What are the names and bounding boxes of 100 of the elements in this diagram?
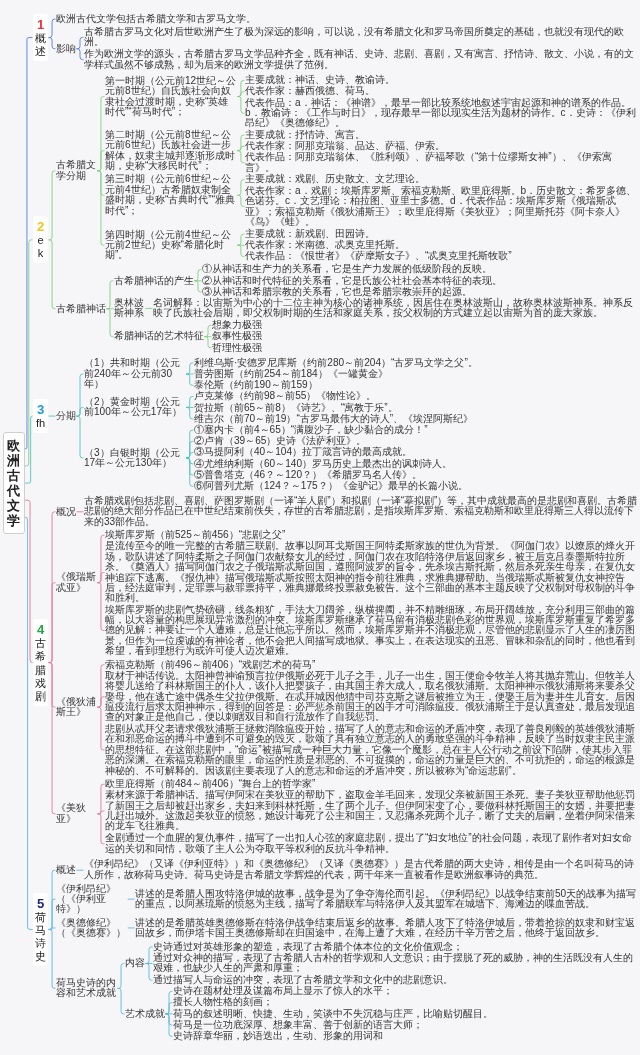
note-text: 欧洲古代文学包括古希腊文学和古罗马文学。 bbox=[56, 13, 256, 25]
note-text: ③从神话和希腊宗教的关系看，它也是希腊宗教崇拜的起源。 bbox=[202, 286, 472, 298]
topic-text: 《俄狄浦斯王》 bbox=[56, 696, 97, 718]
note-text: 贺拉斯（前65～前8）《诗艺》、“寓教于乐”。 bbox=[194, 402, 398, 413]
connector-line bbox=[144, 307, 153, 309]
connector-line bbox=[76, 407, 84, 417]
topic-label: ek bbox=[36, 234, 45, 261]
note-text: ②从神话和时代特征的关系看，它是氏族公社社会基本特征的表现。 bbox=[202, 275, 502, 286]
topic-text: 第二时期（公元前8世纪～公元前6世纪）氏族社会进一步解体，奴隶主城邦逐渐形成时期，史称“大移民时代”； bbox=[105, 129, 237, 172]
note-text: 代表作家：赫西俄德、荷马。 bbox=[245, 86, 375, 97]
note-text: 史诗通过对英雄形象的塑造，表现了古希腊个体本位的文化价值观念； bbox=[153, 941, 463, 952]
connector-line bbox=[76, 48, 84, 61]
main-topic-box bbox=[33, 892, 49, 967]
connector-line bbox=[236, 194, 245, 207]
connector-line bbox=[106, 308, 114, 310]
connector-line bbox=[48, 662, 56, 815]
note-text: 欧里庇得斯（前484～前406）“舞台上的哲学家” bbox=[105, 779, 316, 790]
note-text: 主要成就：抒情诗、寓言。 bbox=[245, 129, 365, 141]
note-text: 泰伦斯（约前190～前159） bbox=[194, 380, 318, 391]
topic-text: 《伊利昂纪》（《伊利亚特》） bbox=[56, 883, 128, 915]
topic-text: 古希腊文学分期 bbox=[56, 160, 97, 182]
topic-number: 4 bbox=[35, 622, 46, 638]
topic-text: 影响 bbox=[56, 43, 76, 54]
topic-text: 《奥德修纪》（《奥德赛》） bbox=[56, 917, 128, 939]
note-text: 古希腊戏剧包括悲剧、喜剧、萨图罗斯剧（一译“羊人剧”）和拟剧（一译“摹拟剧”）等，其中成就最高的是悲剧和喜剧。古希腊悲剧的绝大部分作品已在中世纪结束前佚失，存世的古希腊悲剧，是指埃斯库罗斯、索福克勒斯和欧里庇得斯三人得以流传下来的33部作品。 bbox=[84, 496, 638, 528]
note-text: 取材于神话传说。太阳神曾神谕预言拉伊俄斯必死于儿子之手，儿子一出生，国王便命令牧羊人将其抛弃荒山。但牧羊人将婴儿送给了科林斯国王的仆人，该仆人把婴孩子，由其国王养大成人，取名俄狄浦斯。太阳神神示俄狄浦斯将来要杀父娶母，他在逃亡途中偶杀生父拉伊俄斯。在忒拜城因他猜中司芬克斯之谜后被推立为王，便娶王后为妻并生儿育女。后因瘟疫流行后求太阳神神示，得到的回答是：必严惩杀前国王的凶手才可消除瘟疫。俄狄浦斯王于是认真查处，最后发现追查的对象正是他自己，便以刺瞎双目和自行流放作了自我惩罚。 bbox=[105, 670, 638, 723]
note-text: 代表作品：a．神话：《神谱》，最早一部比较系统地叙述宇宙起源和神的谱系的作品。b．教谕诗：《工作与时日》，现存最早一部以现实生活为题材的诗作。c．史诗：《伊利昂纪》《奥德修纪》。 bbox=[245, 97, 638, 129]
note-text: 代表作品：《恨世者》《萨摩斯女子》、“忒奥克里托斯牧歌” bbox=[245, 251, 512, 262]
note-text: 叙事性极强 bbox=[212, 331, 262, 342]
connector-line bbox=[236, 96, 245, 114]
connector-line bbox=[96, 706, 105, 751]
topic-text: （2）黄金时期（公元前100年～公元17年） bbox=[84, 397, 186, 418]
topic-text: 艺术成就 bbox=[125, 1008, 165, 1020]
topic-text: 古希腊神话的产生 bbox=[114, 275, 194, 286]
connector-line bbox=[165, 1013, 173, 1015]
note-text: 作为欧洲文学的源头，古希腊古罗马文学品种齐全，既有神话、史诗、悲剧、喜剧，又有寓言、抒情诗、散文、小说，有的文学样式虽然不够成熟，却为后来的欧洲文学提供了范例。 bbox=[84, 49, 638, 70]
topic-text: 第三时期（公元前6世纪～公元前4世纪）古希腊奴隶制全盛时期，史称“古典时代”“雅典时代”； bbox=[105, 174, 237, 217]
connector-line bbox=[24, 37, 33, 450]
connector-line bbox=[106, 308, 114, 338]
connector-line bbox=[236, 244, 245, 257]
note-text: 埃斯库罗斯的悲剧气势磅礴，线条粗犷，手法大刀阔斧，纵横捭阖，并不精雕细琢，布局开阔雄放，充分利用三部曲的篇幅，以大容量的构思展现异常激烈的冲突。埃斯库罗斯继承了荷马留有消极悲剧色彩的世界观，埃斯库罗斯重复了希罗多德的见解：神要让一个人遭难，总是让他忘乎所以。然而，埃斯库罗斯并不消极悲观，尽管他的悲剧显示了人生的凄厉图景，但作为一位虔诚的有神论者，他不会把人间描写成地狱。事实上，在表达现实的丑恶、冒昧和杂乱的同时，他也看到希望，看到理想行为或许可使人迈次避难。 bbox=[105, 604, 638, 657]
note-text: 通过对众神的描写，表现了古希腊人古朴的哲学观和人文意识；由于摆脱了死的威胁，神的生活既没有人生的艰难，也缺少人生的严肃和厚重； bbox=[153, 952, 638, 974]
connector-line bbox=[24, 239, 33, 467]
connector-line bbox=[96, 170, 105, 246]
connector-line bbox=[127, 898, 135, 900]
connector-line bbox=[165, 1002, 173, 1015]
topic-number: 5 bbox=[35, 895, 46, 911]
connector-line bbox=[76, 415, 84, 459]
topic-text: 古希腊神话 bbox=[56, 303, 106, 314]
topic-number: 2 bbox=[35, 219, 46, 235]
connector-line bbox=[24, 499, 33, 663]
connector-line bbox=[236, 179, 245, 196]
connector-line bbox=[24, 415, 33, 484]
note-text: 代表作家：a．戏剧：埃斯库罗斯、索福克勒斯、欧里庇得斯。b．历史散文：希罗多德、色诺芬。c．文艺理论：柏拉图、亚里士多德。d．代表作品：埃斯库罗斯《俄瑞斯忒亚》；索福克勒斯《俄狄浦斯王》；欧里庇得斯《美狄亚》；阿里斯托芬《阿卡奈人》《鸟》《蛙》。 bbox=[245, 185, 638, 228]
main-topic-box bbox=[33, 216, 49, 264]
connector-line bbox=[48, 18, 56, 38]
note-text: ③马提阿利（40～104）拉丁箴言诗的最高成就。 bbox=[194, 447, 413, 458]
note-text: 悲剧从忒拜父老请求俄狄浦斯王拯救消除瘟疫开始，描写了人的意志和命运的矛盾冲突，表现了善良刚毅的英雄俄狄浦斯在和邪恶命运的搏斗中遭到不可避免的毁灭，歌颂了具有独立意志的人的勇敢坚强的斗争精神，反映了当时奴隶主民主派的思想特征。在这部悲剧中，“命运”被描写成一种巨大力量，它像一个魔影，总在主人公行动之前设下陷阱，使其步入罪恶的深渊。在索福克勒斯的眼里，命运的性质是邪恶的、不可捉摸的，命运的力量是巨大的、不可抗拒的，命运的根源是神秘的、不可解释的。因该剧主要表现了人的意志和命运的矛盾冲突，所以被称为“命运悲剧”。 bbox=[105, 724, 638, 776]
connector-line bbox=[236, 233, 245, 246]
note-text: 主要成就：神话、史诗、教谕诗。 bbox=[245, 75, 395, 86]
connector-line bbox=[185, 407, 194, 420]
note-text: 古希腊古罗马文化对后世欧洲产生了极为深远的影响，可以说，没有希腊文化和罗马帝国所奠定的基础，也就没有现代的欧洲。 bbox=[84, 26, 638, 48]
note-text: ⑤普鲁塔克（46？～120？）《希腊罗马名人传》。 bbox=[194, 469, 423, 481]
connector-line bbox=[76, 869, 84, 871]
connector-line bbox=[76, 511, 84, 513]
connector-line bbox=[106, 280, 114, 310]
note-text: 索福克勒斯（前496～前406）“戏剧艺术的荷马” bbox=[105, 659, 316, 670]
main-topic-box bbox=[33, 619, 49, 706]
note-text: ④尤维纳利斯（60～140）罗马历史上最杰出的讽刺诗人。 bbox=[194, 458, 453, 469]
topic-text: 概述 bbox=[56, 865, 76, 876]
connector-line bbox=[48, 415, 56, 417]
note-text: 维吉尔（前70～前19）“古罗马最伟大的诗人”、《埃涅阿斯纪》 bbox=[194, 413, 474, 425]
topic-text: 《美狄亚》 bbox=[56, 803, 97, 825]
connector-line bbox=[165, 1013, 173, 1037]
connector-line bbox=[48, 170, 56, 241]
connector-line bbox=[96, 696, 105, 708]
connector-line bbox=[145, 946, 153, 964]
connector-line bbox=[194, 280, 202, 282]
connector-line bbox=[24, 516, 33, 930]
note-text: 通过描写人与命运的冲突，表现了古希腊文学和文化中的悲剧意识。 bbox=[153, 975, 453, 986]
connector-line bbox=[127, 927, 135, 929]
connector-line bbox=[185, 396, 194, 408]
connector-line bbox=[194, 269, 202, 282]
connector-line bbox=[145, 963, 153, 981]
note-text: 利维乌斯·安德罗尼库斯（约前280～前204）“古罗马文学之父”。 bbox=[194, 357, 478, 369]
connector-line bbox=[194, 280, 202, 293]
connector-line bbox=[96, 582, 105, 631]
note-text: 荷马是一位功底深厚、想象丰富、善于创新的语言大师； bbox=[173, 1019, 423, 1031]
note-text: 代表作家：米南德、忒奥克里托斯。 bbox=[245, 240, 405, 251]
topic-text: 概况 bbox=[56, 506, 76, 517]
topic-text: （3）白银时期（公元17年～公元130年） bbox=[84, 447, 186, 469]
topic-text: 希腊神话的艺术特征 bbox=[114, 331, 204, 342]
topic-text: 《俄瑞斯忒亚》 bbox=[56, 572, 97, 594]
note-text: 讲述的是希腊人围攻特洛伊城的故事，战争是为了争夺海伦而引起。《伊利昂纪》以战争结束前50天的战事为描写的重点，以阿基琉斯的愤怒为主线，描写了希腊联军与特洛伊人及其盟军在城墙下、海滩边的喋血苦战。 bbox=[135, 888, 638, 910]
topic-text: 内容 bbox=[125, 958, 145, 969]
note-text: ①塞内卡（前4～65）“满腹沙子，缺少黏合的成分！” bbox=[194, 424, 428, 436]
topic-label: 概述 bbox=[35, 32, 47, 59]
note-text: 是流传至今的唯一完整的古希腊三联剧。故事以阿耳戈斯国王阿特柔斯家族的世仇为背景。《阿伽门农》以燎原的烽火开场，歌队讲述了阿特柔斯之子阿伽门农献祭女儿的经过，阿伽门农在攻陷特洛伊后返回家乡，被王后克吕泰墨斯特拉所杀。《奠酒人》描写阿伽门农之子俄瑞斯忒斯回国，遵照阿波罗的旨令，先杀埃吉斯托斯，然后杀死亲生母亲，在复仇女神追踪下逃离。《报仇神》描写俄瑞斯忒斯按照太阳神的指令前往雅典，求雅典娜帮助。当俄瑞斯忒斯被复仇女神控告后，经法庭审判，定罪票与赦罪票持平，雅典娜最终投票赦免被告。这个三部曲的基本主题反映了父权制对母权制的斗争和胜利。 bbox=[105, 541, 638, 604]
note-text: 全剧通过一个血腥的复仇事件，描写了一出扣人心弦的家庭悲剧，提出了“妇女地位”的社会问题，表现了剧作者对妇女命运的关切和同情，歌颂了主人公为夺取平等权利的反抗斗争精神。 bbox=[105, 833, 638, 855]
connector-line bbox=[76, 36, 84, 50]
